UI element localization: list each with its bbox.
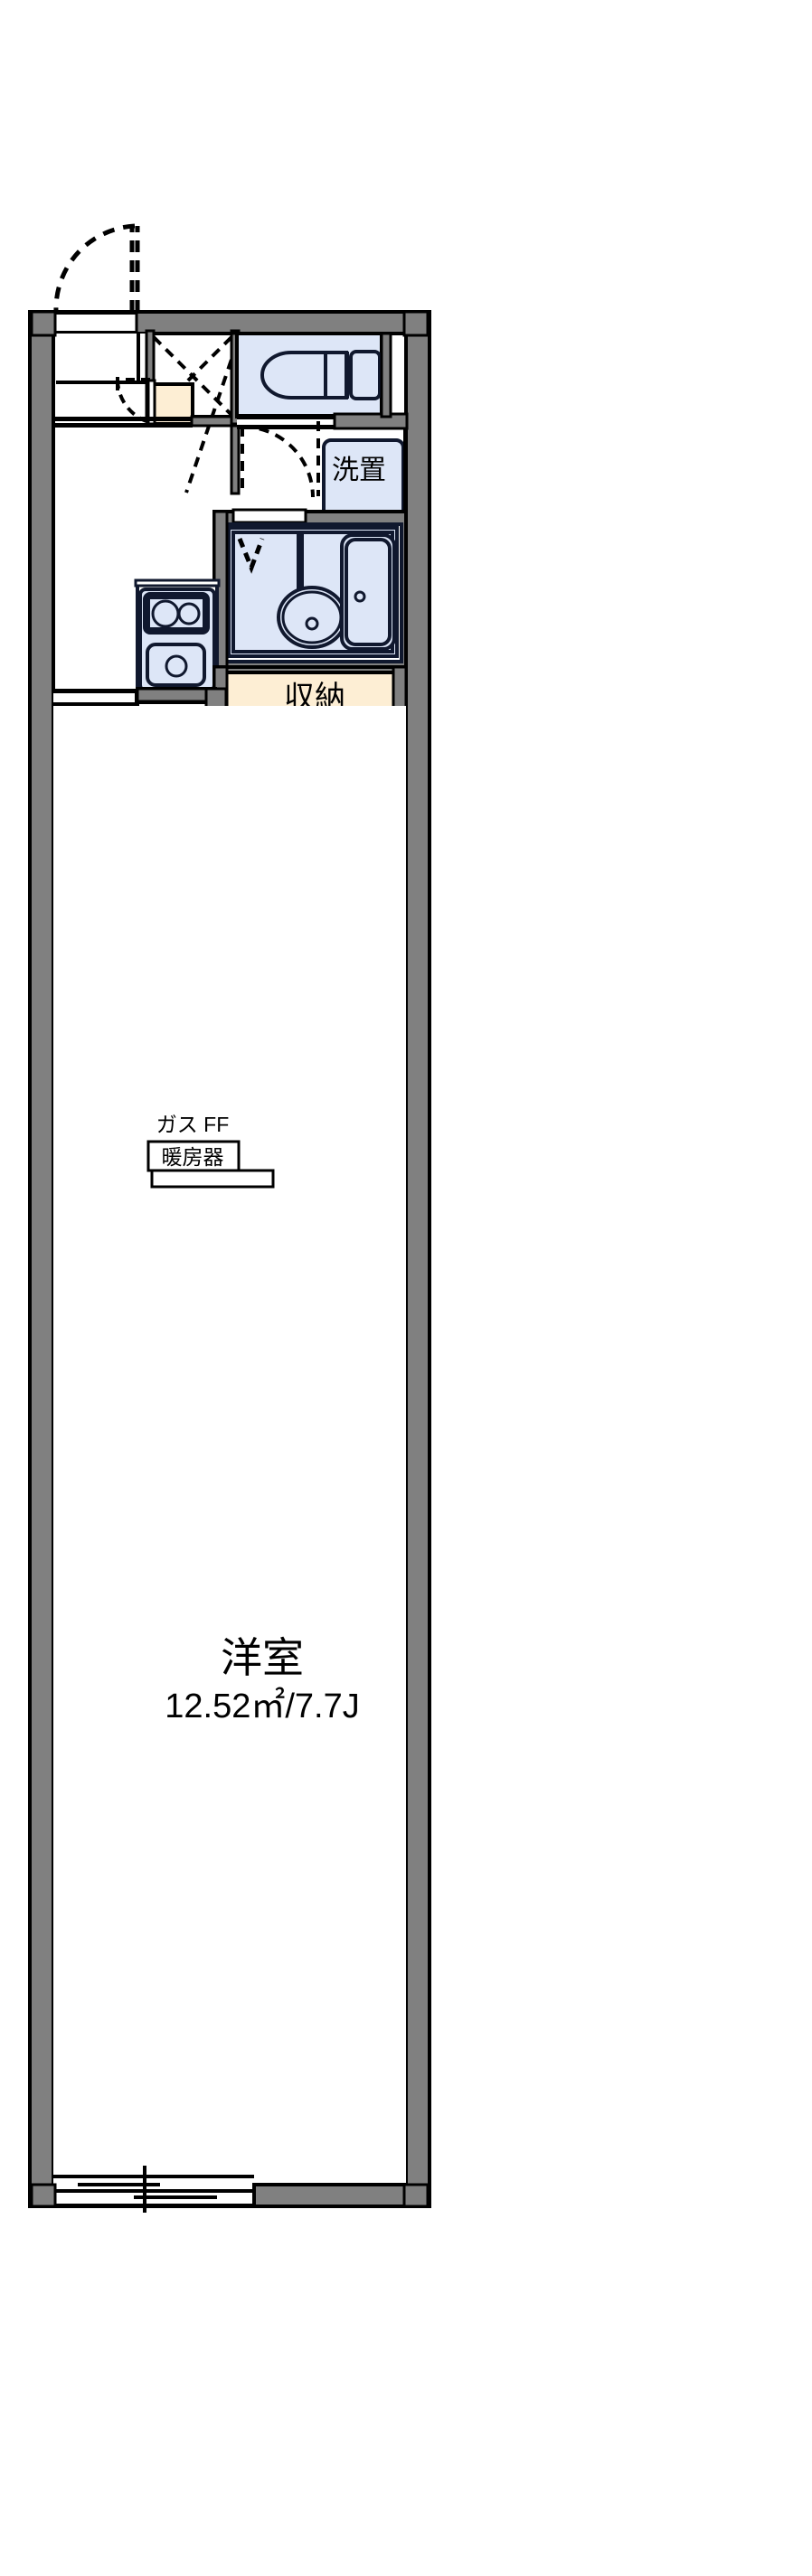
toilet-fixture (260, 350, 382, 400)
kitchen-counter (134, 578, 221, 694)
main-room-area: 12.52㎡/7.7J (165, 1688, 359, 1725)
sink-fixture (146, 643, 206, 687)
wash-basin-fixture (277, 586, 347, 649)
washer-space-label: 洗置 (332, 456, 386, 485)
balcony-window (53, 2166, 254, 2213)
gas-heater-annotation: ガス FF 暖房器 (146, 1113, 275, 1189)
bathtub-fixture (340, 533, 396, 651)
main-room-name: 洋室 (221, 1634, 304, 1681)
stove-fixture (143, 592, 210, 635)
washer-space: 洗置 (316, 421, 405, 525)
toilet-room (235, 332, 409, 498)
entrance-area (53, 223, 140, 335)
gas-heater-label: 暖房器 (162, 1145, 224, 1169)
corridor-walls (380, 332, 407, 527)
unit-bath-room (212, 508, 408, 676)
main-room: 洋室 12.52㎡/7.7J (53, 706, 406, 2185)
wall-corner-fixups (30, 310, 430, 2208)
gas-heater-type-label: ガス FF (156, 1113, 230, 1136)
bottom-wall-right (252, 2183, 408, 2208)
